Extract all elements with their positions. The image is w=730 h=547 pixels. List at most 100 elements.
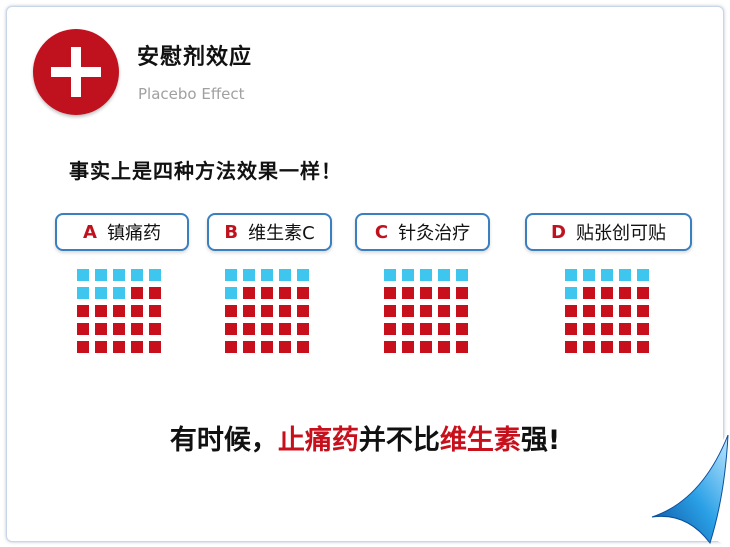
grid-cell-blue [95, 269, 107, 281]
grid-cell-red [225, 323, 237, 335]
result-grid-c [384, 269, 474, 359]
grid-cell-red [297, 323, 309, 335]
conclusion-part5: 强! [520, 425, 561, 456]
grid-cell-red [420, 341, 432, 353]
grid-cell-red [279, 323, 291, 335]
grid-cell-red [131, 305, 143, 317]
grid-cell-red [583, 305, 595, 317]
grid-cell-red [95, 323, 107, 335]
grid-cell-blue [149, 269, 161, 281]
grid-cell-red [77, 323, 89, 335]
grid-cell-red [95, 341, 107, 353]
grid-cell-blue [297, 269, 309, 281]
grid-cell-red [225, 341, 237, 353]
grid-cell-red [149, 341, 161, 353]
grid-cell-red [243, 341, 255, 353]
grid-cell-red [149, 323, 161, 335]
grid-cell-red [619, 305, 631, 317]
grid-cell-red [297, 341, 309, 353]
grid-cell-red [279, 341, 291, 353]
page-subtitle: Placebo Effect [138, 85, 245, 103]
grid-cell-red [565, 323, 577, 335]
grid-cell-blue [438, 269, 450, 281]
conclusion-part3: 并不比 [358, 425, 440, 456]
grid-cell-blue [583, 269, 595, 281]
grid-cell-blue [601, 269, 613, 281]
grid-cell-red [297, 305, 309, 317]
grid-cell-blue [113, 287, 125, 299]
grid-cell-blue [77, 269, 89, 281]
grid-cell-red [601, 287, 613, 299]
grid-cell-blue [261, 269, 273, 281]
grid-cell-red [279, 287, 291, 299]
option-letter: D [551, 221, 566, 243]
grid-cell-red [113, 305, 125, 317]
grid-cell-red [113, 341, 125, 353]
grid-cell-red [601, 305, 613, 317]
grid-cell-red [402, 287, 414, 299]
grid-cell-red [420, 323, 432, 335]
grid-cell-red [95, 305, 107, 317]
grid-cell-red [456, 323, 468, 335]
option-label: 针灸治疗 [398, 223, 471, 244]
grid-cell-red [261, 341, 273, 353]
grid-cell-red [261, 287, 273, 299]
plus-icon [33, 29, 119, 115]
grid-cell-red [131, 341, 143, 353]
grid-cell-blue [225, 287, 237, 299]
grid-cell-red [384, 305, 396, 317]
option-c: C 针灸治疗 [355, 213, 490, 251]
conclusion-painkiller: 止痛药 [277, 425, 359, 456]
grid-cell-red [225, 305, 237, 317]
option-label: 维生素C [248, 223, 315, 244]
grid-cell-red [384, 287, 396, 299]
grid-cell-blue [279, 269, 291, 281]
grid-cell-red [583, 287, 595, 299]
grid-cell-red [384, 341, 396, 353]
grid-cell-red [77, 341, 89, 353]
conclusion-vitamin: 维生素 [439, 425, 521, 456]
grid-cell-red [149, 305, 161, 317]
grid-cell-red [583, 323, 595, 335]
grid-cell-red [637, 287, 649, 299]
result-grid-a [77, 269, 167, 359]
grid-cell-blue [95, 287, 107, 299]
grid-cell-red [149, 287, 161, 299]
grid-cell-red [420, 305, 432, 317]
grid-cell-red [384, 323, 396, 335]
grid-cell-red [402, 341, 414, 353]
option-letter: B [224, 221, 239, 243]
grid-cell-red [601, 323, 613, 335]
grid-cell-blue [131, 269, 143, 281]
grid-cell-red [438, 323, 450, 335]
grid-cell-red [637, 305, 649, 317]
grid-cell-blue [113, 269, 125, 281]
grid-cell-blue [402, 269, 414, 281]
option-a: A 镇痛药 [55, 213, 189, 251]
grid-cell-red [619, 341, 631, 353]
grid-cell-red [279, 305, 291, 317]
option-letter: C [374, 221, 389, 243]
grid-cell-red [113, 323, 125, 335]
grid-cell-red [565, 305, 577, 317]
grid-cell-red [77, 305, 89, 317]
grid-cell-blue [225, 269, 237, 281]
grid-cell-red [456, 341, 468, 353]
grid-cell-red [297, 287, 309, 299]
result-grid-d [565, 269, 655, 359]
conclusion-part1: 有时候， [169, 425, 278, 456]
grid-cell-red [619, 323, 631, 335]
grid-cell-red [402, 323, 414, 335]
grid-cell-blue [637, 269, 649, 281]
grid-cell-red [243, 305, 255, 317]
grid-cell-blue [384, 269, 396, 281]
grid-cell-red [402, 305, 414, 317]
option-label: 贴张创可贴 [575, 223, 666, 244]
grid-cell-blue [565, 287, 577, 299]
grid-cell-red [131, 287, 143, 299]
grid-cell-red [438, 287, 450, 299]
conclusion: 有时候，止痛药并不比维生素强! [0, 418, 730, 457]
page-title: 安慰剂效应 [137, 45, 253, 70]
option-d: D 贴张创可贴 [525, 213, 692, 251]
grid-cell-red [261, 323, 273, 335]
